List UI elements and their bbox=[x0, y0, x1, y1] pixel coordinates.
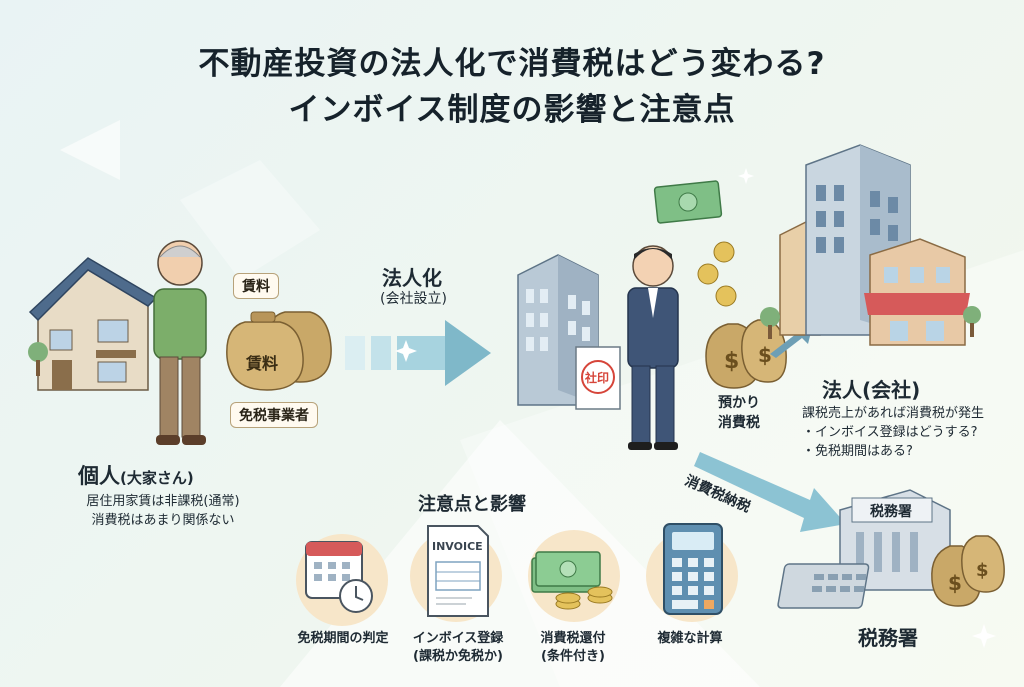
individual-note-line1: 居住用家賃は非課税(通常) bbox=[86, 494, 240, 509]
corporation-heading: 法人(会社) bbox=[822, 378, 921, 402]
incorporation-sublabel: (会社設立) bbox=[380, 291, 447, 307]
page-title-line2: インボイス制度の影響と注意点 bbox=[288, 92, 736, 128]
businessman-icon bbox=[627, 245, 679, 450]
point-2-sub: (課税か免税か) bbox=[413, 649, 503, 664]
individual-heading: 個人(大家さん) bbox=[78, 460, 194, 490]
tree-icon bbox=[28, 342, 48, 376]
svg-text:$: $ bbox=[976, 560, 989, 581]
tax-office-sign: 税務署 bbox=[870, 504, 912, 520]
yen-coins-icon bbox=[697, 241, 737, 307]
page-title-line1: 不動産投資の法人化で消費税はどう変わる? bbox=[198, 46, 826, 82]
banknote-icon bbox=[653, 180, 723, 224]
svg-text:$: $ bbox=[758, 343, 772, 367]
exempt-business-tag: 免税事業者 bbox=[230, 402, 318, 428]
point-1-title: 免税期間の判定 bbox=[297, 631, 389, 646]
corporate-city-icon bbox=[760, 144, 981, 346]
company-stamp-text: 社印 bbox=[585, 371, 610, 385]
bag-rent-label: 賃料 bbox=[246, 354, 279, 373]
money-coins-icon bbox=[531, 551, 613, 610]
individual-note: 居住用家賃は非課税(通常) 消費税はあまり関係ない bbox=[48, 492, 278, 530]
points-section-title: 注意点と影響 bbox=[418, 494, 526, 515]
calendar-clock-icon bbox=[305, 541, 373, 613]
point-3-sub: (条件付き) bbox=[541, 649, 605, 664]
company-stamp-icon bbox=[575, 346, 621, 410]
point-2-title: インボイス登録 bbox=[412, 631, 504, 646]
individual-heading-main: 個人 bbox=[78, 464, 120, 488]
point-4-title: 複雑な計算 bbox=[657, 631, 723, 646]
tax-office-building-icon: $ $ bbox=[777, 489, 1005, 609]
calculator-icon bbox=[663, 523, 723, 615]
point-1-label: 免税期間の判定 bbox=[268, 630, 418, 648]
incorporation-arrow bbox=[345, 320, 491, 386]
corporation-note-line1: 課税売上があれば消費税が発生 bbox=[802, 406, 985, 421]
corporation-note: 課税売上があれば消費税が発生 ・インボイス登録はどうする? ・免税期間はある? bbox=[802, 404, 984, 461]
individual-heading-sub: (大家さん) bbox=[120, 469, 194, 487]
point-4-label: 複雑な計算 bbox=[630, 630, 750, 648]
corporation-note-line2: ・インボイス登録はどうする? bbox=[802, 425, 978, 440]
invoice-icon bbox=[427, 525, 489, 617]
prepaid-consumption-tax-label: 預かり 消費税 bbox=[718, 393, 760, 433]
landlord-person-icon bbox=[153, 240, 207, 445]
tax-payment-arrow bbox=[694, 452, 846, 532]
prepaid-line2: 消費税 bbox=[718, 415, 760, 431]
point-3-label: 消費税還付 (条件付き) bbox=[518, 630, 628, 666]
incorporation-label: 法人化 bbox=[382, 266, 442, 290]
rent-tag: 賃料 bbox=[233, 273, 279, 299]
individual-note-line2: 消費税はあまり関係ない bbox=[91, 513, 235, 528]
corporation-note-line3: ・免税期間はある? bbox=[802, 444, 913, 459]
tax-office-label: 税務署 bbox=[858, 626, 918, 650]
rent-bags-icon bbox=[226, 311, 332, 391]
house-icon bbox=[28, 257, 158, 391]
invoice-doc-text: INVOICE bbox=[432, 540, 483, 553]
point-3-title: 消費税還付 bbox=[540, 631, 606, 646]
prepaid-line1: 預かり bbox=[718, 395, 760, 411]
svg-text:$: $ bbox=[724, 349, 739, 374]
point-2-label: インボイス登録 (課税か免税か) bbox=[388, 630, 528, 666]
svg-text:$: $ bbox=[948, 571, 962, 595]
